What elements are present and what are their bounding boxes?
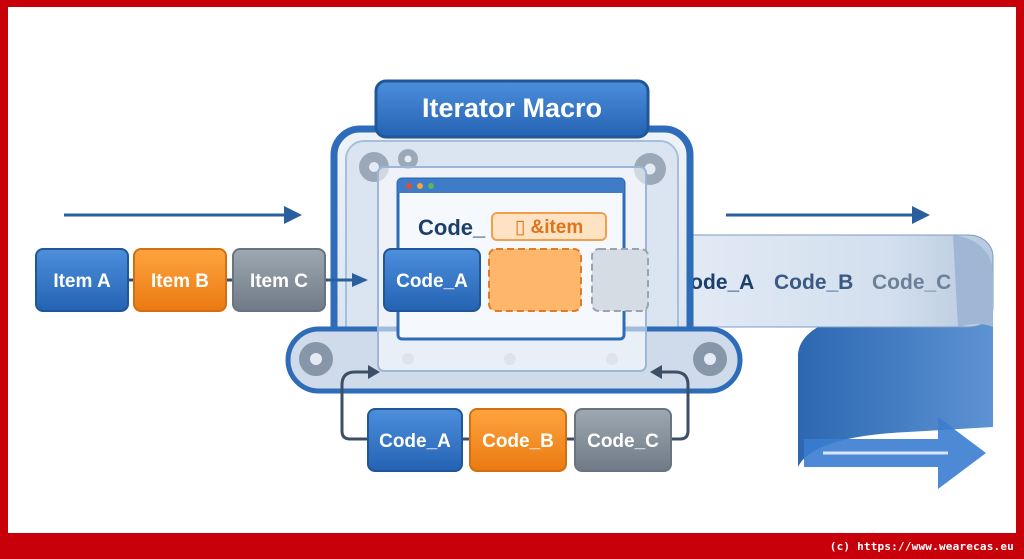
- ribbon-item: Code_C: [872, 271, 951, 294]
- slot-orange: [488, 248, 582, 312]
- input-item-label: Item B: [151, 271, 209, 292]
- current-code-box: [383, 248, 481, 312]
- loop-item-a: [367, 408, 463, 472]
- slot-gray: [591, 248, 649, 312]
- input-item-label: Item C: [250, 271, 308, 292]
- template-placeholder-box: [491, 212, 607, 241]
- loop-item-label: Code_A: [379, 431, 451, 452]
- loop-path: [340, 370, 690, 441]
- title-tab: [374, 79, 650, 139]
- flow-arrow-right: [726, 206, 930, 224]
- flow-arrow-left: [64, 206, 302, 224]
- loop-item-c: [574, 408, 672, 472]
- loop-arrowhead: [368, 365, 380, 379]
- template-placeholder: ▯ &item: [515, 217, 584, 238]
- loop-item-b: [469, 408, 567, 472]
- title: Iterator Macro: [422, 93, 602, 123]
- loop-item-label: Code_B: [482, 431, 554, 452]
- current-code-label: Code_A: [396, 271, 468, 292]
- template-prefix: Code_: [418, 215, 486, 240]
- input-item-label: Item A: [53, 271, 111, 292]
- loop-arrowhead: [650, 365, 662, 379]
- input-item-b: [133, 248, 227, 312]
- loop-item-label: Code_C: [587, 431, 659, 452]
- footer-credit: (c) https://www.wearecas.eu: [829, 540, 1014, 553]
- ribbon-item: Code_B: [774, 271, 853, 294]
- diagram-canvas: Code_A Code_B Code_C Iterator Macro: [8, 7, 1016, 533]
- input-item-c: [232, 248, 326, 312]
- output-ribbon: [647, 234, 994, 489]
- input-arrowhead: [352, 273, 368, 287]
- input-item-a: [35, 248, 129, 312]
- ribbon-item: Code_A: [675, 271, 754, 294]
